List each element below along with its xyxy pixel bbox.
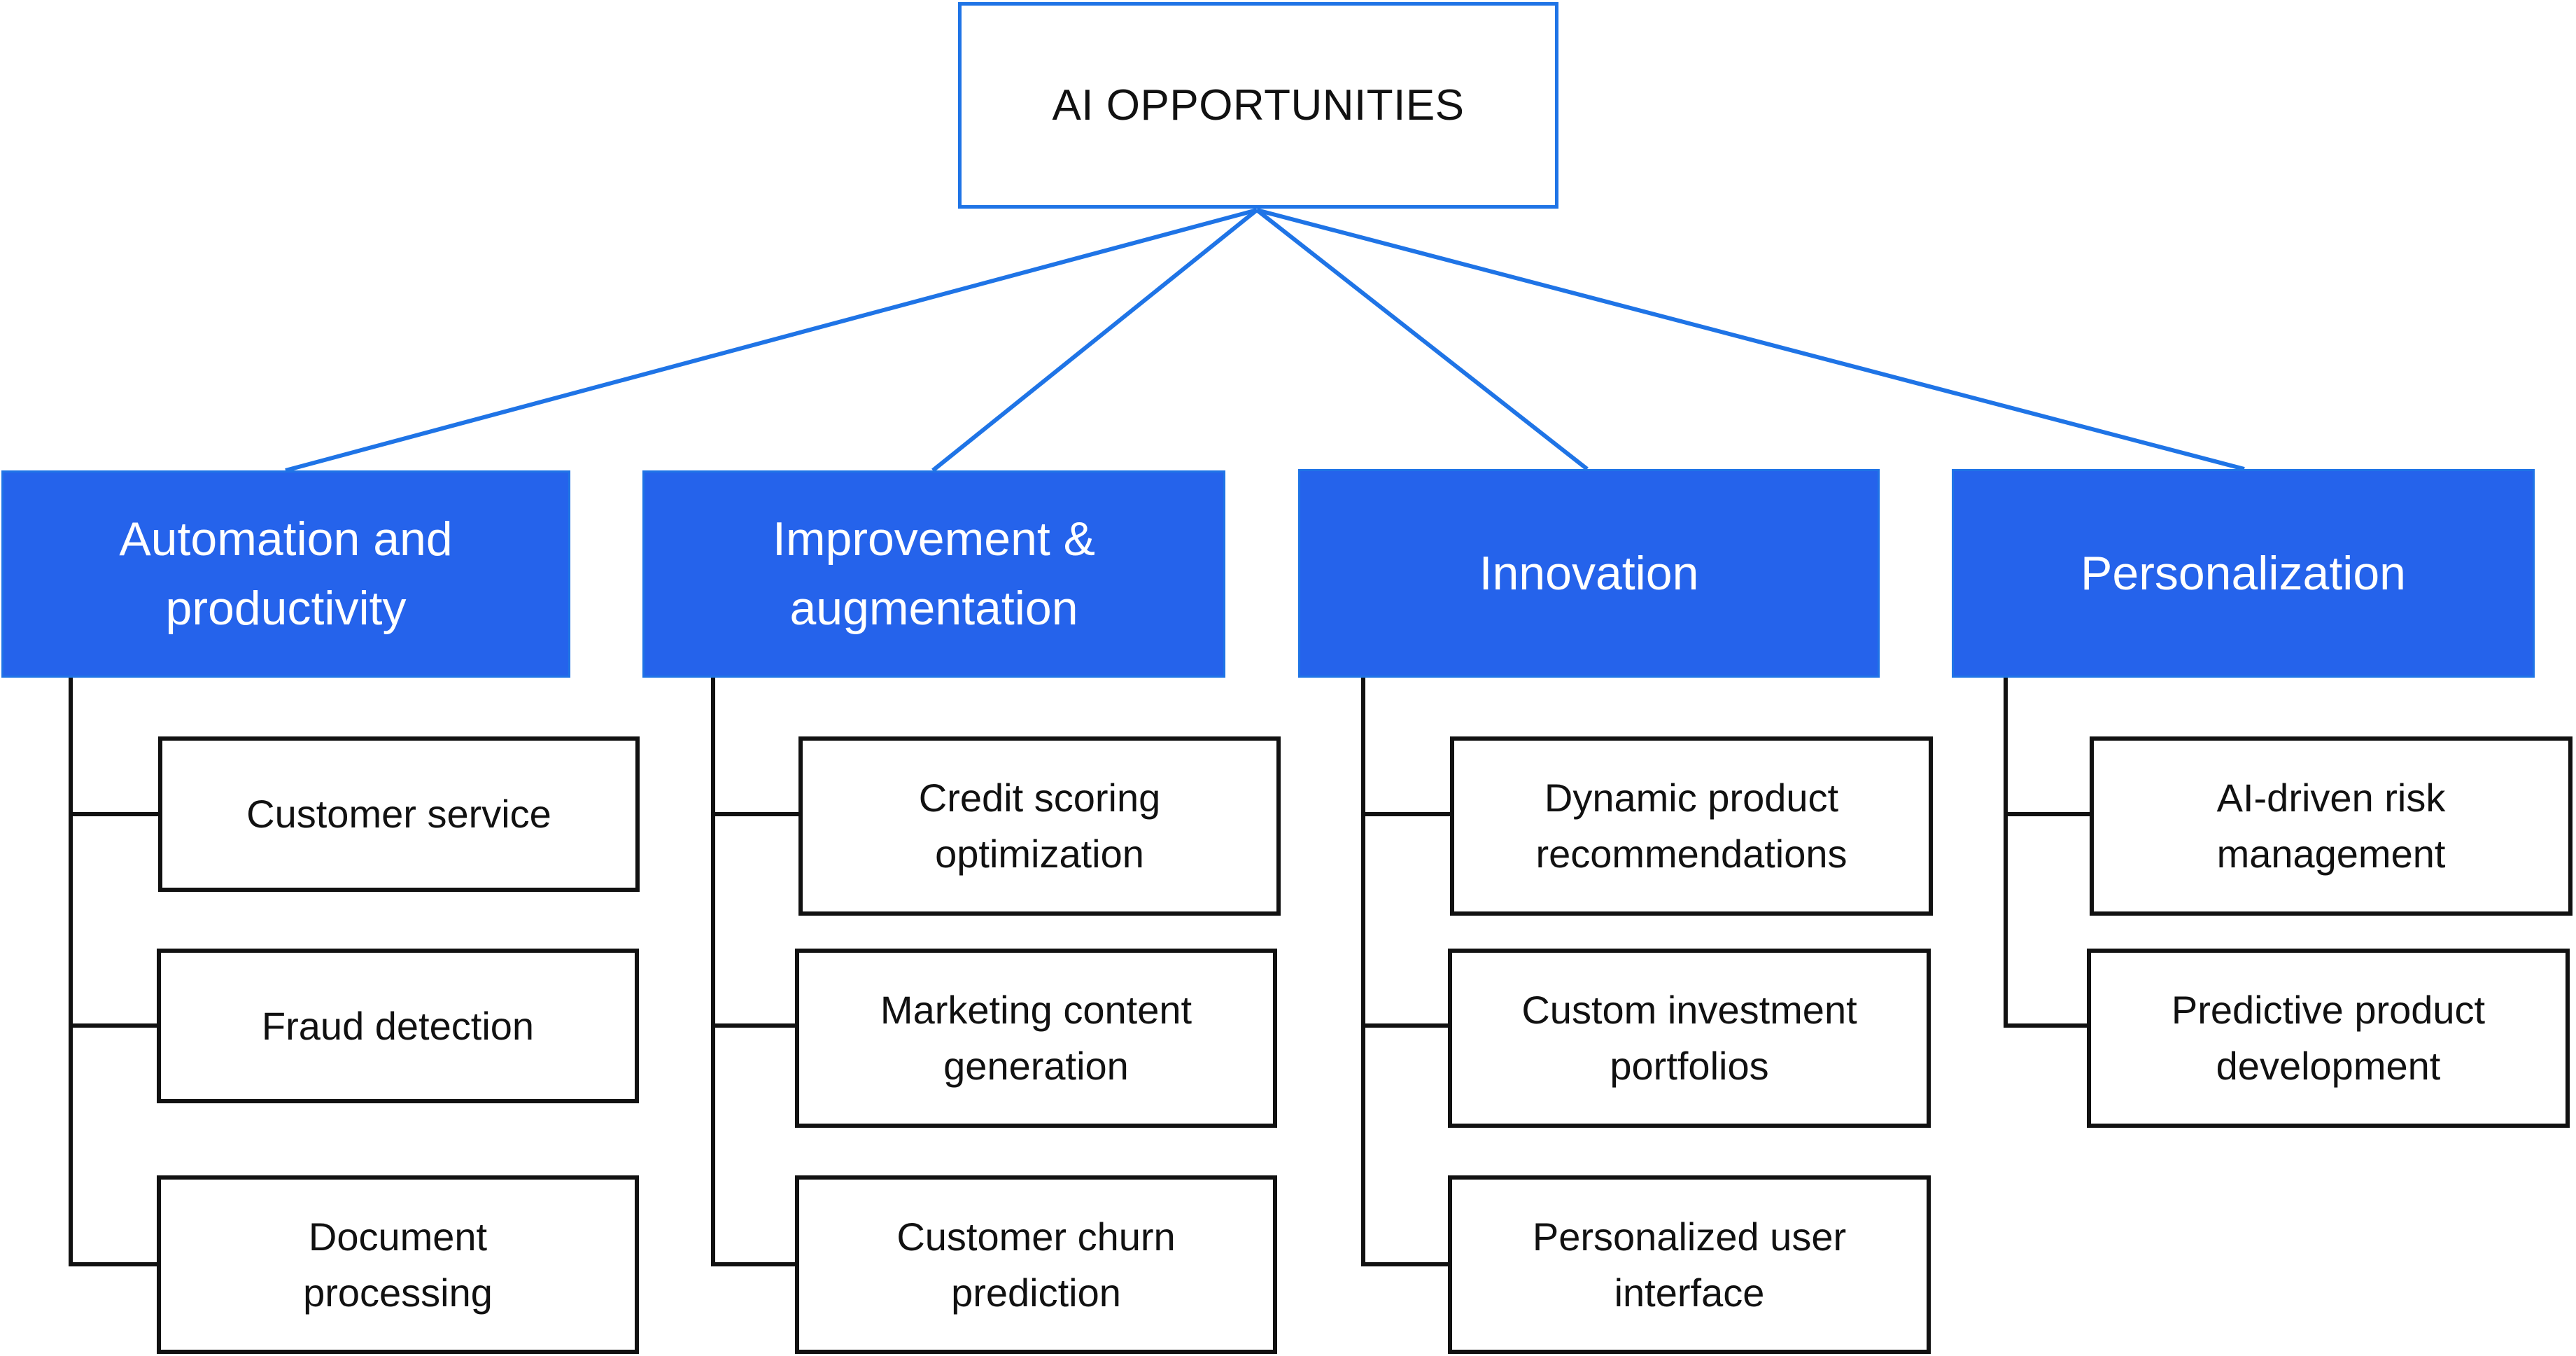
- category-automation: Automation and productivity: [1, 470, 570, 678]
- leaf-customer-service: Customer service: [158, 736, 640, 892]
- leaf-label: Custom investment portfolios: [1521, 988, 1857, 1088]
- link-root-automation: [285, 208, 1258, 473]
- category-label: Automation and productivity: [119, 512, 453, 635]
- leaf-ai-risk-management: AI-driven risk management: [2090, 736, 2573, 916]
- leaf-label: Credit scoring optimization: [918, 776, 1161, 876]
- category-label: Improvement & augmentation: [772, 512, 1096, 635]
- link-root-innovation: [1255, 208, 1589, 471]
- root-node: AI OPPORTUNITIES: [958, 2, 1558, 209]
- leaf-document-processing: Document processing: [157, 1175, 639, 1354]
- leaf-customer-churn: Customer churn prediction: [795, 1175, 1277, 1354]
- category-label: Innovation: [1479, 546, 1699, 600]
- leaf-credit-scoring: Credit scoring optimization: [798, 736, 1281, 916]
- category-label: Personalization: [2081, 546, 2406, 600]
- leaf-label: Customer service: [246, 792, 551, 837]
- category-personalization: Personalization: [1952, 469, 2535, 678]
- leaf-label: Marketing content generation: [880, 988, 1192, 1088]
- link-root-personalization: [1256, 208, 2245, 471]
- link-root-improvement: [931, 208, 1258, 473]
- root-label: AI OPPORTUNITIES: [1052, 81, 1465, 130]
- leaf-personalized-ui: Personalized user interface: [1448, 1175, 1931, 1354]
- trunk-improvement: [711, 677, 798, 1266]
- category-innovation: Innovation: [1298, 469, 1880, 678]
- leaf-label: Customer churn prediction: [896, 1214, 1176, 1315]
- leaf-label: Personalized user interface: [1532, 1214, 1847, 1315]
- category-improvement: Improvement & augmentation: [642, 470, 1225, 678]
- leaf-predictive-product: Predictive product development: [2087, 949, 2570, 1128]
- leaf-fraud-detection: Fraud detection: [157, 949, 639, 1103]
- leaf-label: Dynamic product recommendations: [1535, 776, 1847, 876]
- trunk-personalization: [2004, 677, 2089, 1028]
- leaf-label: Document processing: [303, 1214, 493, 1315]
- leaf-dynamic-product: Dynamic product recommendations: [1450, 736, 1933, 916]
- leaf-label: Fraud detection: [261, 1003, 535, 1048]
- trunk-innovation: [1361, 677, 1449, 1266]
- leaf-label: AI-driven risk management: [2216, 776, 2446, 876]
- leaf-custom-investment: Custom investment portfolios: [1448, 949, 1931, 1128]
- leaf-label: Predictive product development: [2171, 988, 2486, 1088]
- leaf-marketing-content: Marketing content generation: [795, 949, 1277, 1128]
- trunk-automation: [69, 677, 158, 1266]
